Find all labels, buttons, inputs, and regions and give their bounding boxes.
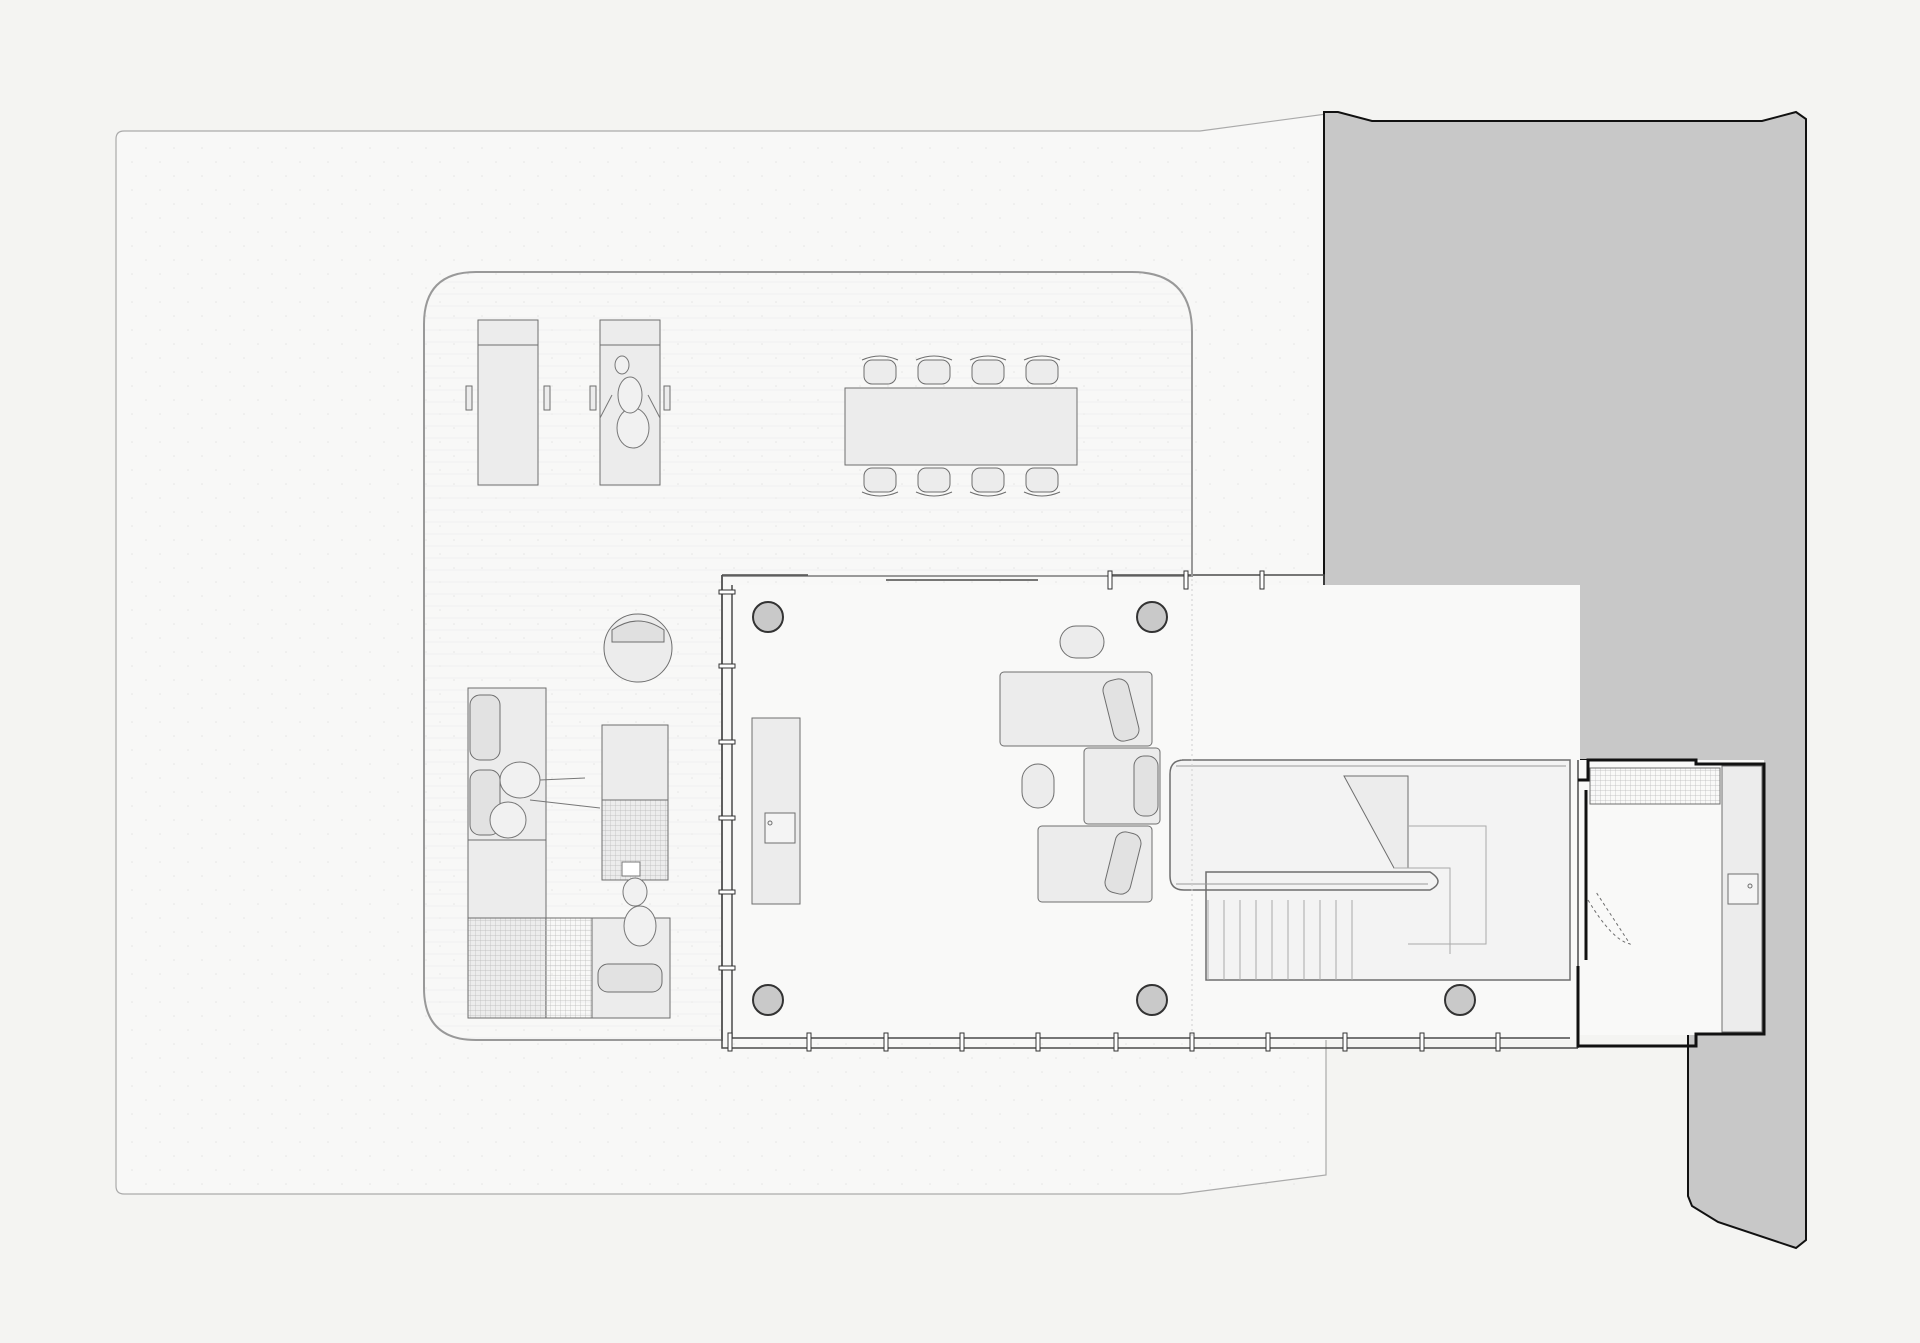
mullion xyxy=(1107,570,1113,590)
mullion xyxy=(727,1032,733,1052)
dining-chair xyxy=(861,355,899,385)
column xyxy=(752,601,784,633)
round-lounge-chair xyxy=(603,613,673,683)
dining-table xyxy=(844,387,1078,466)
hall-storage xyxy=(1589,765,1763,1033)
daybed xyxy=(601,724,669,881)
coffee-table xyxy=(1021,763,1055,809)
column xyxy=(1136,601,1168,633)
mullion xyxy=(1342,1032,1348,1052)
dining-chair xyxy=(915,355,953,385)
mullion xyxy=(718,739,736,745)
living-sofa xyxy=(1083,747,1161,825)
stair-void-outline xyxy=(1169,759,1571,981)
mullion xyxy=(1419,1032,1425,1052)
dining-chair xyxy=(969,355,1007,385)
dining-chair xyxy=(1023,355,1061,385)
ottoman xyxy=(1059,625,1105,659)
dining-chair xyxy=(1023,467,1061,497)
person-sitting xyxy=(489,761,601,839)
living-sofa xyxy=(999,671,1153,747)
kitchen-island xyxy=(751,717,801,905)
dining-chairs xyxy=(861,355,1061,497)
person-lounging xyxy=(599,355,661,449)
mullion xyxy=(1265,1032,1271,1052)
mullion xyxy=(1113,1032,1119,1052)
mullion xyxy=(718,589,736,595)
dining-chair xyxy=(969,467,1007,497)
column xyxy=(1136,984,1168,1016)
mullion xyxy=(806,1032,812,1052)
mullion xyxy=(718,889,736,895)
hall-wall xyxy=(1576,758,1766,1048)
mullion xyxy=(718,663,736,669)
mullion xyxy=(718,965,736,971)
entry-hall-floor xyxy=(1580,760,1764,1035)
mullion xyxy=(883,1032,889,1052)
person-sitting xyxy=(621,861,657,947)
column xyxy=(1444,984,1476,1016)
staircase xyxy=(1169,574,1632,1036)
mullion xyxy=(1183,570,1189,590)
window-mullions xyxy=(718,570,1501,1052)
columns xyxy=(752,601,1476,1016)
mullion xyxy=(959,1032,965,1052)
mullion xyxy=(1259,570,1265,590)
mullion xyxy=(718,815,736,821)
living-sofa xyxy=(1037,825,1153,903)
dining-chair xyxy=(861,467,899,497)
sun-lounger xyxy=(465,319,551,486)
mullion xyxy=(1495,1032,1501,1052)
mullion xyxy=(1189,1032,1195,1052)
stair-treads xyxy=(1207,900,1353,980)
mullion xyxy=(1035,1032,1041,1052)
column xyxy=(752,984,784,1016)
outdoor-rug xyxy=(467,917,593,1019)
door-swing xyxy=(1587,891,1632,945)
dining-chair xyxy=(915,467,953,497)
